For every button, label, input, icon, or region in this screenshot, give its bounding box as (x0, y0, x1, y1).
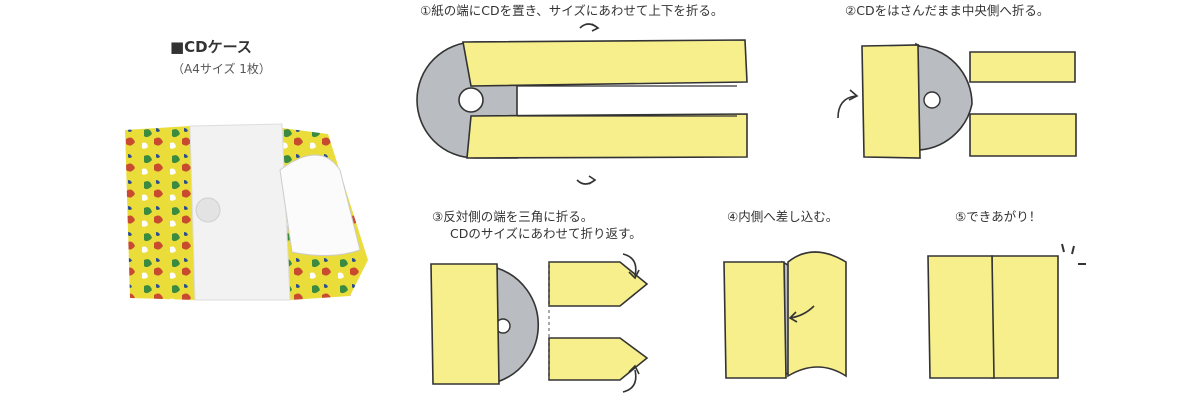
step-2-number: ② (845, 3, 857, 18)
fold-arrow-icon (788, 311, 798, 323)
paper-main (969, 51, 1076, 83)
paper-folded-panel (861, 44, 921, 159)
cd-disc (189, 123, 291, 301)
cd-disc (496, 266, 540, 384)
paper-inner-flap (787, 251, 847, 378)
cd-hole (458, 87, 484, 113)
paper-top-fold (462, 39, 748, 87)
step-4-number: ④ (727, 209, 739, 224)
step-4-text: 内側へ差し込む。 (738, 209, 839, 224)
paper-bottom-fold (548, 337, 649, 381)
step-2-text: CDをはさんだまま中央側へ折る。 (856, 3, 1050, 18)
step-4-caption: ④内側へ差し込む。 (727, 208, 838, 225)
case-inner-flap (279, 154, 361, 257)
paper-bottom-fold (466, 113, 748, 159)
cd-hole (923, 91, 941, 109)
step-3-diagram (430, 253, 649, 393)
step-3-text-2: CDのサイズにあわせて折り返す。 (450, 226, 642, 241)
fold-arrow-icon (622, 369, 637, 393)
paper-top-fold (548, 261, 649, 307)
case-left-panel (927, 255, 995, 379)
fold-arrow-icon (591, 23, 600, 32)
step-3-caption: ③反対側の端を三角に折る。 CDのサイズにあわせて折り返す。 (432, 208, 642, 242)
fold-arrow-icon (588, 175, 597, 185)
step-5-number: ⑤ (955, 209, 967, 224)
product-subtitle: （A4サイズ 1枚） (172, 62, 271, 76)
fold-arrow-icon (628, 269, 640, 280)
fold-arrow-icon (622, 253, 637, 277)
cd-disc (915, 45, 973, 151)
step-5-text: できあがり！ (966, 209, 1042, 224)
step-1-diagram (416, 23, 748, 185)
paper-left-panel (723, 261, 787, 379)
product-photo (125, 123, 368, 301)
sparkle-mark (1071, 245, 1075, 255)
step-2-caption: ②CDをはさんだまま中央側へ折る。 (845, 2, 1049, 19)
fold-arrow-icon (789, 305, 815, 319)
step-4-diagram (723, 251, 847, 379)
cd-hub (195, 197, 221, 223)
product-title: ■CDケース (170, 38, 252, 56)
case-right-panel (991, 255, 1059, 379)
step-1-number: ① (420, 3, 432, 18)
step-5-diagram (927, 243, 1086, 379)
case-left-panel (125, 126, 195, 300)
step-2-diagram (837, 42, 1077, 159)
paper-left-panel (430, 263, 500, 385)
step-3-number: ③ (432, 209, 444, 224)
fold-arrow-icon (848, 89, 859, 101)
step-3-text-1: 反対側の端を三角に折る。 (443, 209, 594, 224)
step-5-caption: ⑤できあがり！ (955, 208, 1041, 225)
step-1-text: 紙の端にCDを置き、サイズにあわせて上下を折る。 (431, 3, 724, 18)
step-1-caption: ①紙の端にCDを置き、サイズにあわせて上下を折る。 (420, 2, 723, 19)
fold-arrow-icon (837, 95, 857, 119)
sparkle-mark (1061, 243, 1065, 253)
paper-main (969, 113, 1077, 157)
fold-arrow-icon (628, 364, 640, 375)
